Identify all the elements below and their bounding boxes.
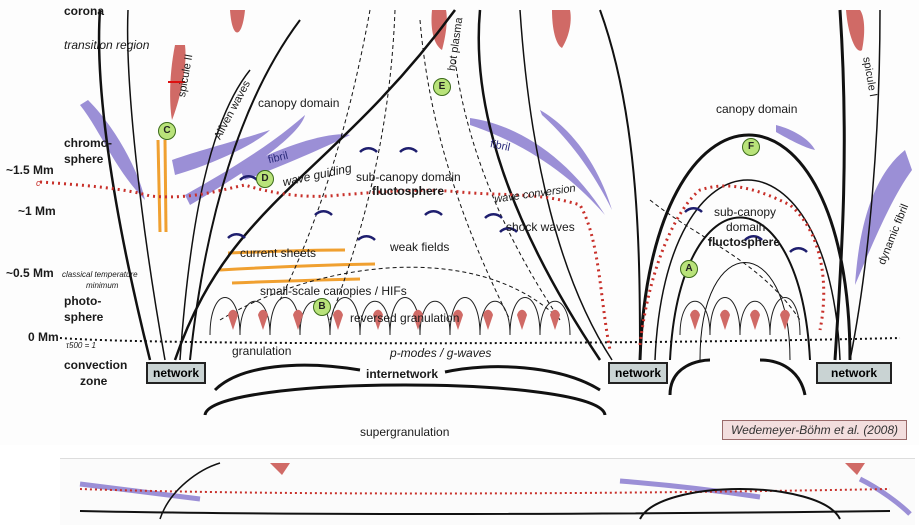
lower-arcs xyxy=(213,358,807,396)
fibril-shape xyxy=(80,100,145,200)
height-1-mm: ~1 Mm xyxy=(18,204,56,218)
fibril-shape xyxy=(776,125,815,150)
label-granulation: granulation xyxy=(232,344,292,358)
fibril-shape xyxy=(855,150,912,285)
thumb-base xyxy=(79,510,891,515)
layer-convection-a: convection xyxy=(64,358,128,372)
label-p-modes: p-modes / g-waves xyxy=(390,346,492,360)
layer-corona: corona xyxy=(64,4,105,18)
spicule-shape xyxy=(846,10,865,51)
height-1-5-mm: ~1.5 Mm xyxy=(6,163,54,177)
canopy-boundary xyxy=(39,180,826,351)
thumb-spicule xyxy=(270,463,290,475)
label-canopy-domain-left: canopy domain xyxy=(258,96,340,110)
label-sub-canopy-right-b: domain xyxy=(726,220,766,234)
thumb-field xyxy=(159,462,221,520)
layer-photosphere-a: photo- xyxy=(64,294,102,308)
label-canopy-domain-right: canopy domain xyxy=(716,102,798,116)
height-0-5-mm: ~0.5 Mm xyxy=(6,266,54,280)
cs-ca-label: c xyxy=(36,178,41,188)
label-reversed-granulation: reversed granulation xyxy=(350,311,460,325)
diagram-graphics xyxy=(39,9,912,416)
spicule-shape xyxy=(552,10,571,48)
shock-arcs xyxy=(227,147,808,253)
height-0-mm: 0 Mm xyxy=(28,330,59,344)
network-box-left: network xyxy=(146,362,206,384)
thumb-boundary xyxy=(79,488,891,495)
thumb-fibril xyxy=(858,476,912,516)
label-internetwork: internetwork xyxy=(366,367,439,381)
badge-f: F xyxy=(742,138,760,156)
classical-temp-a: classical temperature xyxy=(62,270,138,279)
badge-a: A xyxy=(680,260,698,278)
network-box-mid: network xyxy=(608,362,668,384)
label-sub-canopy-right-a: sub-canopy xyxy=(714,205,777,219)
field-lines xyxy=(97,9,881,416)
badge-d: D xyxy=(256,170,274,188)
layer-convection-b: zone xyxy=(80,374,108,388)
label-supergranulation: supergranulation xyxy=(360,425,450,439)
thumbnail-graphics xyxy=(79,462,912,520)
thumbnail-strip xyxy=(60,458,915,525)
layer-photosphere-b: sphere xyxy=(64,310,104,324)
thumb-fibril xyxy=(619,478,761,500)
label-fluctosphere-right: fluctosphere xyxy=(708,235,781,249)
layer-transition-region: transition region xyxy=(64,38,150,52)
dashed-field-lines xyxy=(219,9,801,321)
thumb-field xyxy=(639,488,841,520)
fibril-shape xyxy=(172,130,270,175)
network-box-right: network xyxy=(816,362,892,384)
tau-rest: 500 = 1 xyxy=(69,341,96,350)
label-shock-waves: shock waves xyxy=(506,220,575,234)
thumb-spicule xyxy=(845,463,865,475)
badge-b: B xyxy=(313,298,331,316)
badge-e: E xyxy=(433,78,451,96)
tau-label: τ500 = 1 xyxy=(66,341,96,350)
spicule-shape xyxy=(230,10,245,33)
label-current-sheets: current sheets xyxy=(240,246,317,260)
layer-chromosphere-b: sphere xyxy=(64,152,104,166)
label-fluctosphere-mid: fluctosphere xyxy=(372,184,445,198)
fibril-shape xyxy=(470,118,605,215)
photosphere-base xyxy=(59,337,901,345)
reversed-granulation-drops xyxy=(228,309,790,330)
badge-c: C xyxy=(158,122,176,140)
tau-symbol: τ xyxy=(66,341,69,350)
diagram-canvas: corona transition region chromo- sphere … xyxy=(6,4,912,440)
label-weak-fields: weak fields xyxy=(390,240,450,254)
credit-label: Wedemeyer-Böhm et al. (2008) xyxy=(722,420,907,440)
fibril-shape xyxy=(240,134,350,180)
classical-temp-b: minimum xyxy=(86,281,119,290)
layer-chromosphere-a: chromo- xyxy=(64,136,112,150)
label-sub-canopy-mid: sub-canopy domain xyxy=(356,170,461,184)
label-small-scale-canopies: small-scale canopies / HIFs xyxy=(260,284,407,298)
fibril-shape xyxy=(185,115,305,205)
